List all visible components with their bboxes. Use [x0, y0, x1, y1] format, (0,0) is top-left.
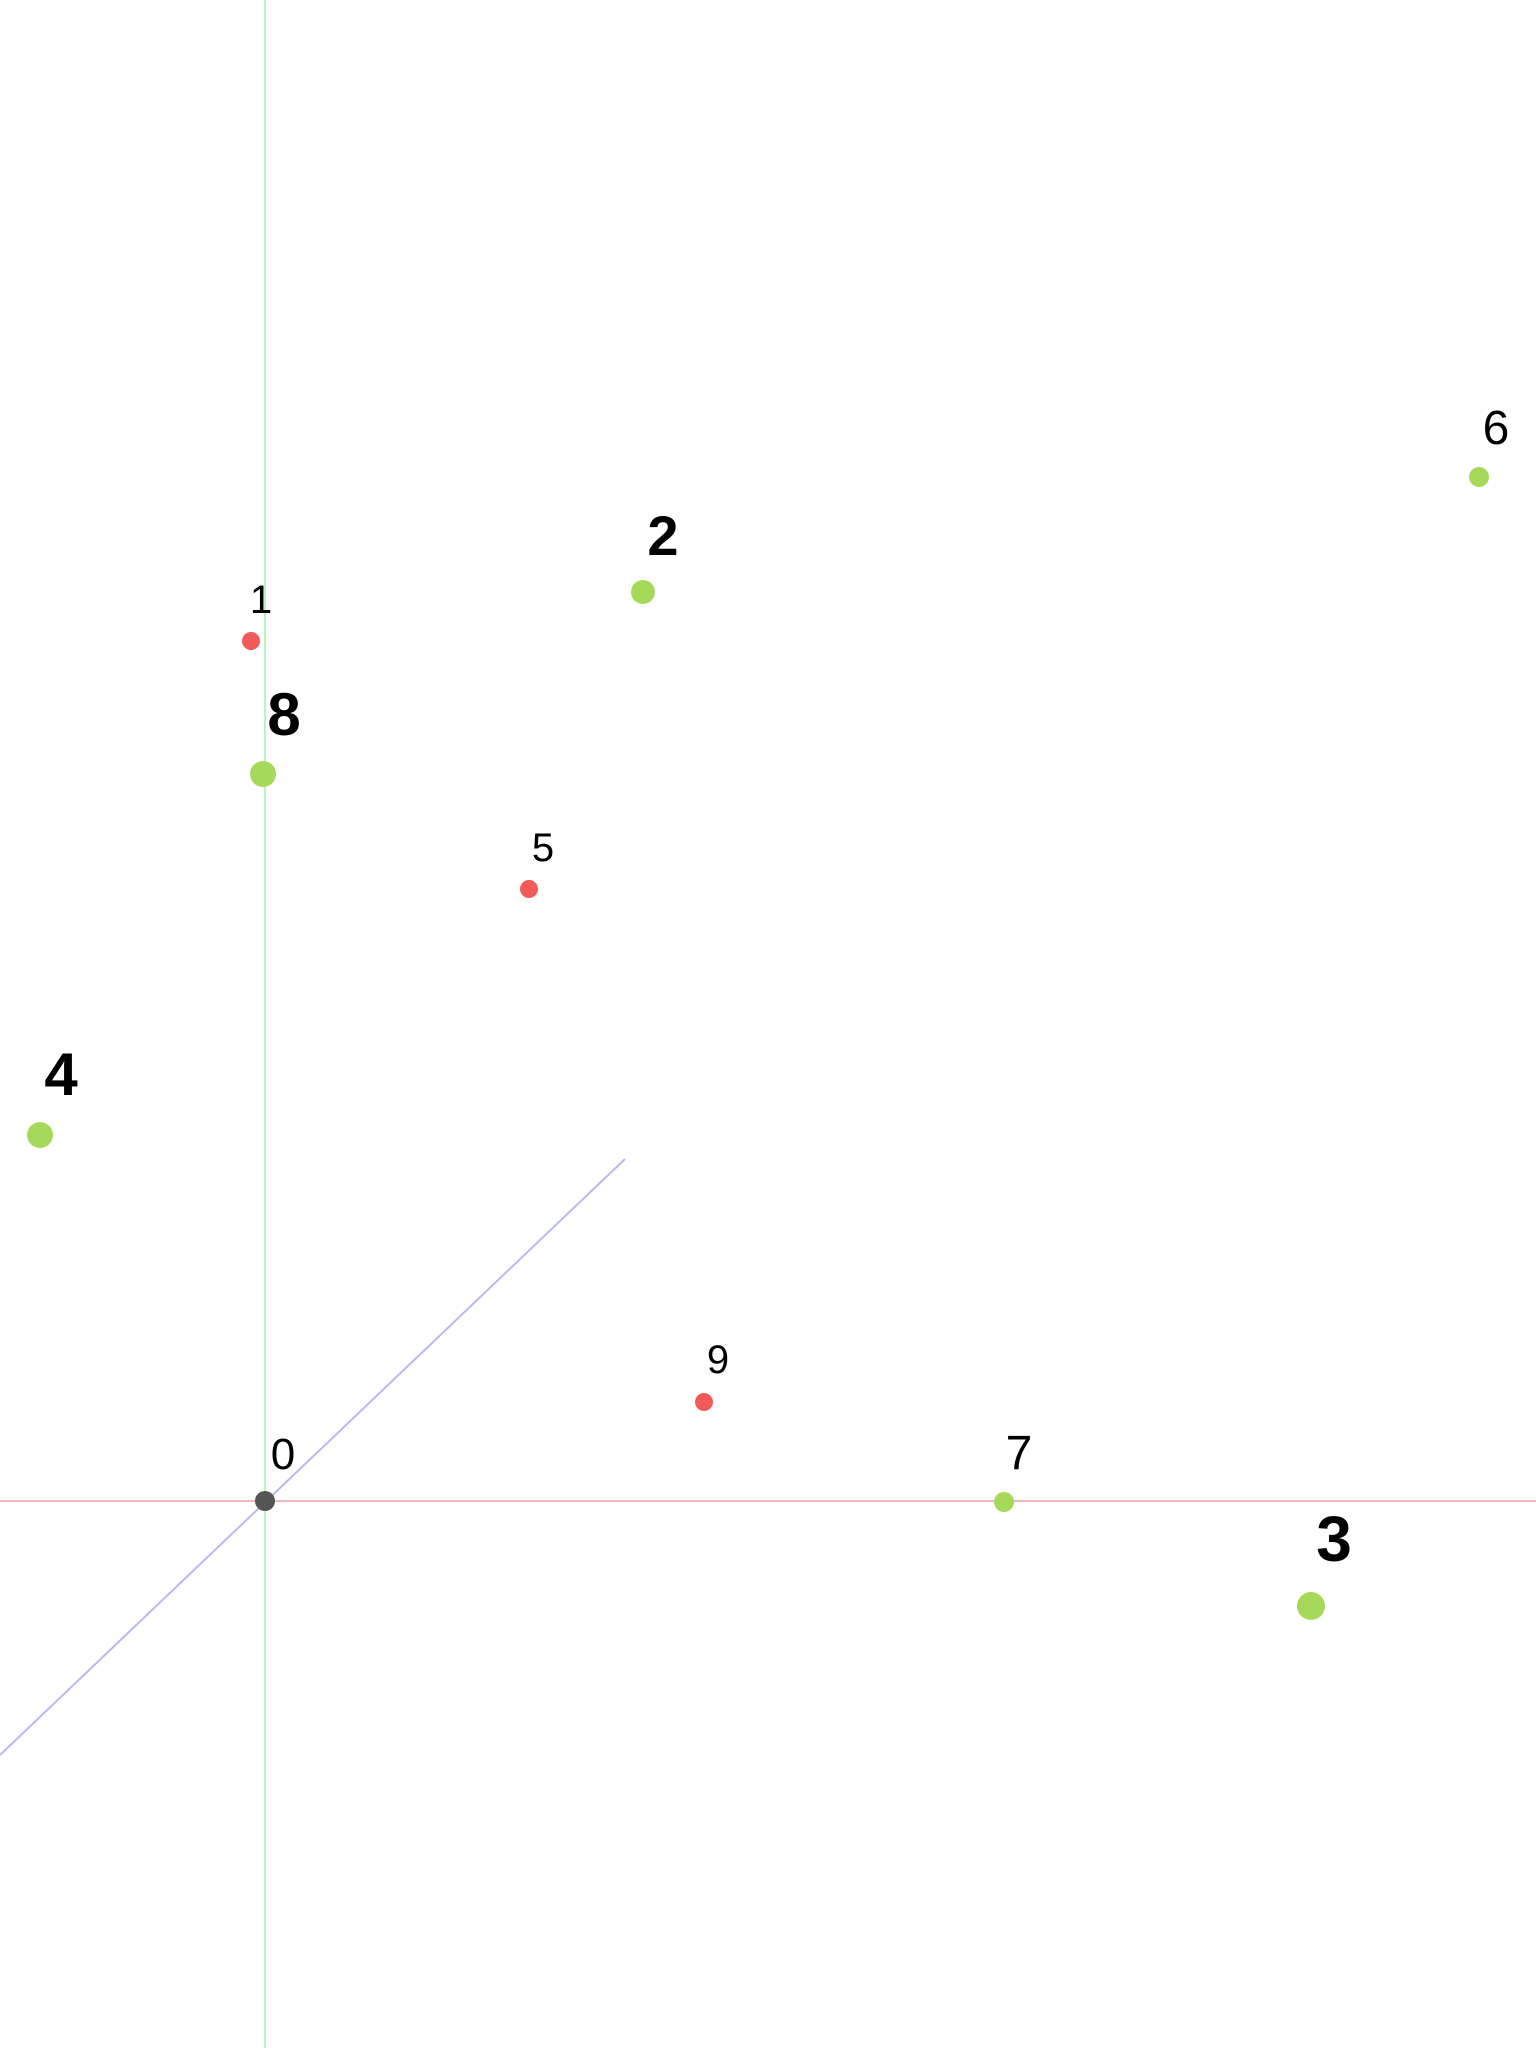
point-9: 9 [695, 1338, 729, 1411]
point-5-label: 5 [532, 826, 554, 870]
point-7-marker [994, 1492, 1014, 1512]
z-axis-line [0, 1158, 626, 1756]
point-4: 4 [27, 1041, 78, 1148]
point-0: 0 [255, 1430, 295, 1511]
point-9-marker [695, 1393, 713, 1411]
point-8-label: 8 [267, 681, 300, 748]
point-6-label: 6 [1483, 402, 1510, 455]
point-8: 8 [250, 681, 301, 787]
point-1-marker [242, 632, 260, 650]
point-4-label: 4 [44, 1041, 78, 1108]
point-0-marker [255, 1491, 275, 1511]
point-1: 1 [242, 578, 272, 650]
point-9-label: 9 [707, 1338, 729, 1382]
point-6-marker [1469, 467, 1489, 487]
point-8-marker [250, 761, 276, 787]
point-6: 6 [1469, 402, 1509, 487]
point-1-label: 1 [250, 578, 272, 622]
point-2-marker [631, 580, 655, 604]
point-7-label: 7 [1006, 1427, 1033, 1480]
point-5-marker [520, 880, 538, 898]
point-7: 7 [994, 1427, 1032, 1512]
point-2-label: 2 [647, 504, 678, 567]
point-3: 3 [1297, 1503, 1352, 1620]
point-3-label: 3 [1316, 1503, 1352, 1575]
point-5: 5 [520, 826, 554, 898]
point-3-marker [1297, 1592, 1325, 1620]
point-0-label: 0 [271, 1430, 295, 1479]
point-2: 2 [631, 504, 679, 604]
point-4-marker [27, 1122, 53, 1148]
